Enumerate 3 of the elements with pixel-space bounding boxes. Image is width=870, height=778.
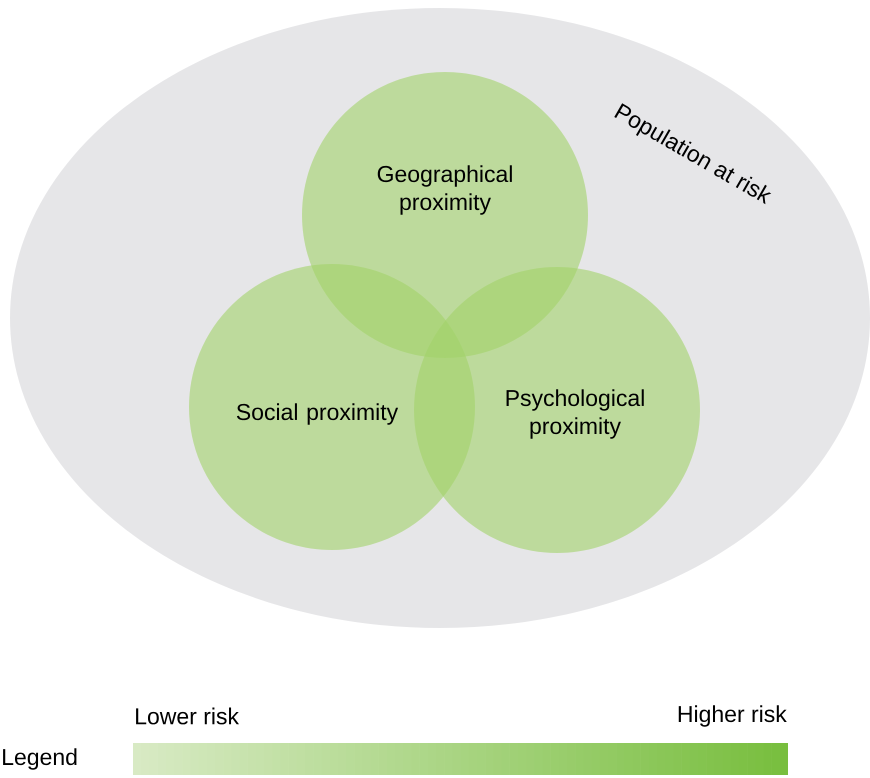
- risk-scale-label: Lower risk: [136, 708, 240, 724]
- legend-title: Legend: [3, 748, 76, 770]
- risk-scale-label: Higher risk: [678, 705, 787, 727]
